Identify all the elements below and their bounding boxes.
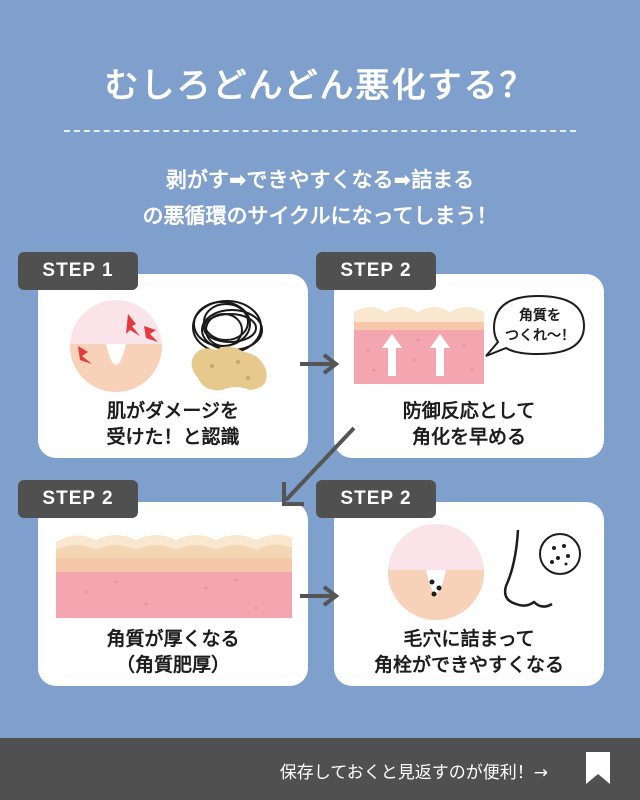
step-3-line-2: （角質肥厚） [115,654,230,676]
speech-bubble-text: 角質を つくれ〜！ [496,306,584,346]
step-2-badge: STEP 2 [316,252,436,290]
step-2-text: 防御反応として 角化を早める [334,398,604,450]
arrow-right-icon [300,353,340,375]
speech-bubble [485,294,586,357]
step-card-2: 角質を つくれ〜！ 防御反応として 角化を早める [334,274,604,458]
damaged-pore-illustration [70,300,162,392]
step-2-line-1: 防御反応として [402,400,536,422]
step-4-text: 毛穴に詰まって 角栓ができやすくなる [334,626,604,678]
step-card-3: 角質が厚くなる （角質肥厚） [38,502,308,686]
step-1-badge: STEP 1 [18,252,138,290]
keratin-flake-icon [191,346,267,391]
clogged-pore-illustration [388,524,484,620]
bubble-line-1: 角質を [519,308,561,324]
step-3-badge: STEP 2 [18,480,138,518]
bookmark-icon[interactable] [586,752,610,784]
step-1-line-1: 肌がダメージを [106,400,240,422]
step-4-line-2: 角栓ができやすくなる [373,654,564,676]
subtitle-line-2: の悪循環のサイクルになってしまう！ [142,204,498,228]
step-card-1: 肌がダメージを 受けた！と認識 [38,274,308,458]
footer-bar: 保存しておくと見返すのが便利！→ [0,738,640,800]
step-card-4: 毛穴に詰まって 角栓ができやすくなる [334,502,604,686]
step-2-line-2: 角化を早める [411,426,526,448]
title-divider [64,130,576,132]
thick-skin-illustration [56,534,292,618]
bubble-line-2: つくれ〜！ [505,328,575,344]
footer-text: 保存しておくと見返すのが便利！→ [279,763,548,783]
arrow-right-icon-2 [300,585,340,607]
up-arrow-icon [382,334,450,376]
subtitle-line-1: 剥がす➡できやすくなる➡詰まる [165,168,475,192]
nose-pore-icon [503,529,581,608]
step-4-line-1: 毛穴に詰まって [403,628,535,650]
damage-burst-icon [78,314,158,364]
page-title: むしろどんどん悪化する？ [104,66,536,106]
skin-layer-illustration [354,307,484,384]
step-4-badge: STEP 2 [316,480,436,518]
step-3-line-1: 角質が厚くなる [106,628,240,650]
arrow-diagonal-icon [282,426,356,506]
step-1-text: 肌がダメージを 受けた！と認識 [38,398,308,450]
step-1-line-2: 受けた！と認識 [106,426,240,448]
step-3-text: 角質が厚くなる （角質肥厚） [38,626,308,678]
